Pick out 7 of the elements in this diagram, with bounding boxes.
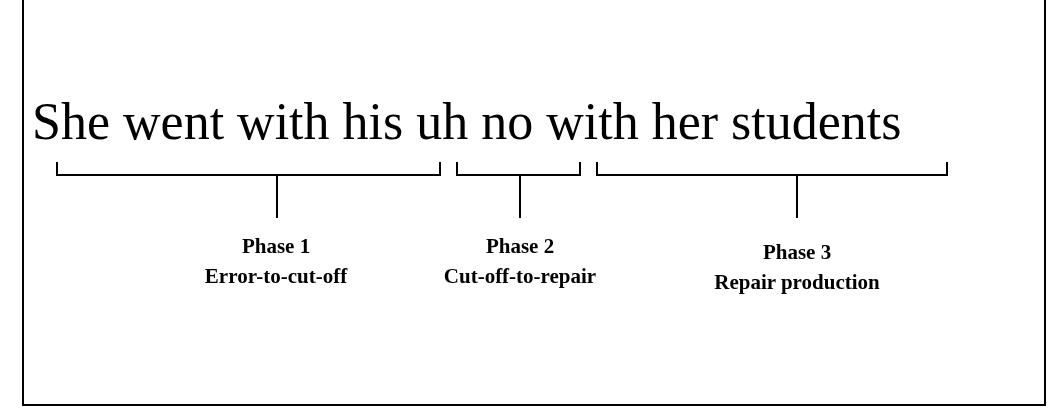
sentence-text: She went with his uh no with her students [32,92,902,151]
phase-title: Phase 2 [485,234,555,259]
phase-title: Phase 1 [241,234,311,259]
phase-description: Cut-off-to-repair [443,264,597,289]
phase-description: Error-to-cut-off [204,264,348,289]
phase-title: Phase 3 [762,240,832,265]
phase-description: Repair production [714,270,880,295]
